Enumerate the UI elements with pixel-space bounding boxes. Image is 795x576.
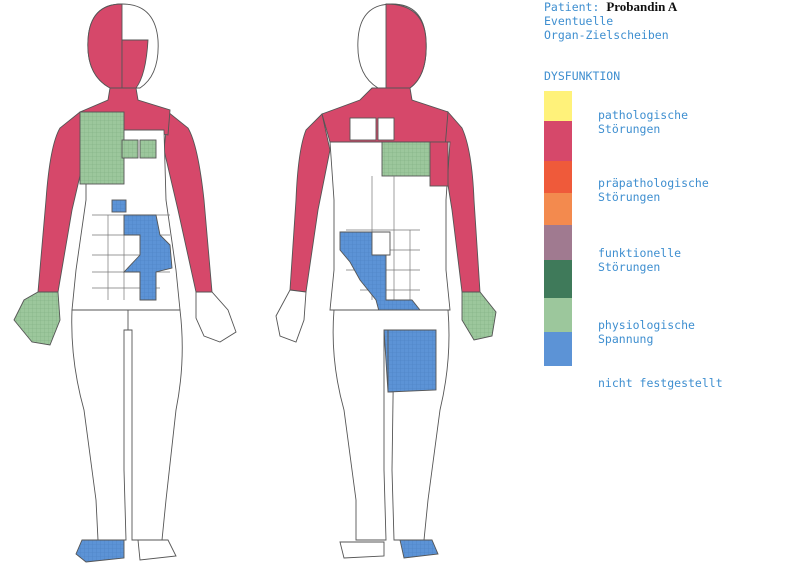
legend-label-functional: funktionelle Störungen: [598, 246, 681, 274]
front-head: [88, 4, 158, 88]
legend-label-not-determined: nicht festgestellt: [598, 376, 723, 390]
swatch-blue: [544, 332, 572, 366]
swatch-red: [544, 121, 572, 161]
swatch-red-orange: [544, 161, 572, 193]
front-hand-right: [14, 292, 60, 345]
legend-label-physiologic: physiologische Spannung: [598, 318, 695, 346]
back-foot-left: [400, 540, 438, 558]
back-hand-left: [462, 292, 496, 340]
front-foot-left: [138, 540, 176, 560]
back-arm-right: [290, 114, 330, 292]
front-legs: [72, 310, 183, 540]
legend-label-prepathologic: präpathologische Störungen: [598, 176, 709, 204]
patient-name: Probandin A: [606, 0, 677, 14]
header-line-2: Eventuelle: [544, 15, 613, 28]
swatch-orange: [544, 193, 572, 225]
patient-prefix: Patient:: [544, 0, 599, 14]
legend-title: DYSFUNKTION: [544, 69, 620, 83]
swatch-yellow: [544, 91, 572, 121]
back-hand-right: [276, 290, 306, 342]
back-figure: [276, 4, 496, 558]
body-chart: [0, 0, 540, 576]
swatch-dark-green: [544, 260, 572, 298]
back-arm-left: [444, 112, 480, 292]
back-foot-right: [340, 542, 384, 558]
front-foot-right: [76, 540, 124, 562]
front-chest-green: [80, 112, 124, 184]
header-line-3: Organ-Zielscheiben: [544, 29, 669, 42]
front-figure: [14, 4, 236, 562]
legend-label-pathologic: pathologische Störungen: [598, 108, 688, 136]
swatch-light-green: [544, 298, 572, 332]
swatch-mauve: [544, 225, 572, 260]
patient-line: Patient: Probandin A: [544, 0, 677, 14]
front-hand-left: [196, 292, 236, 342]
